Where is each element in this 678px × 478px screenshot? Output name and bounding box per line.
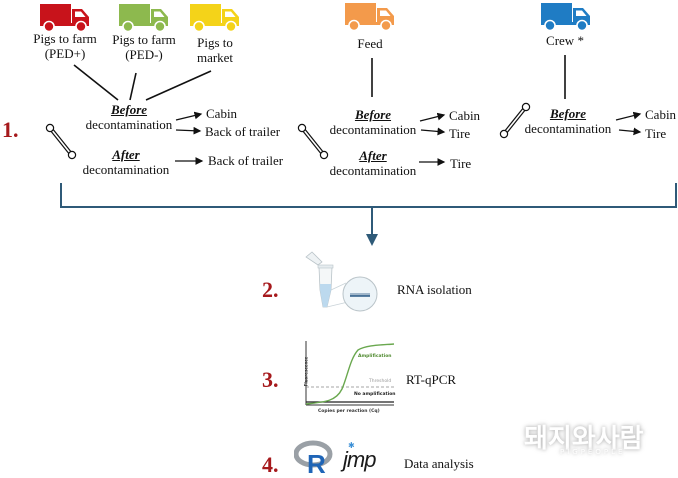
r-logo-icon: R xyxy=(294,440,333,474)
truck-label-crew: Crew * xyxy=(546,33,584,48)
before-heading: Before xyxy=(110,102,148,117)
jmp-logo-icon: jmp xyxy=(343,447,376,472)
truck-label-ped-pos: Pigs to farm (PED+) xyxy=(20,31,110,61)
g2-before-target-tire: Tire xyxy=(449,126,471,141)
before-subtitle: decontamination xyxy=(524,121,612,136)
after-subtitle: decontamination xyxy=(329,163,417,178)
before-heading: Before xyxy=(354,107,392,122)
g1-before-target-trailer: Back of trailer xyxy=(205,124,281,139)
step-3-number: 3. xyxy=(262,367,279,392)
after-heading: After xyxy=(112,147,140,162)
microtube-icon xyxy=(305,251,378,312)
g3-before-target-tire: Tire xyxy=(645,126,667,141)
g3-before-block: Before decontamination xyxy=(522,106,614,136)
swab-icon xyxy=(499,102,531,139)
arrow-g3-before-cabin xyxy=(615,111,642,121)
step-2-number: 2. xyxy=(262,277,279,302)
g2-before-block: Before decontamination xyxy=(327,107,419,137)
before-subtitle: decontamination xyxy=(329,122,417,137)
watermark-logo: 돼지와사람 xyxy=(524,424,644,454)
swab-icon xyxy=(297,123,329,160)
step-2-label: RNA isolation xyxy=(397,282,472,297)
arrow-g3-before-tire xyxy=(618,127,642,136)
link-market xyxy=(145,70,212,101)
swab-icon xyxy=(45,123,77,160)
truck-label-market: Pigs to market xyxy=(185,35,245,65)
g1-before-target-cabin: Cabin xyxy=(206,106,238,121)
g3-before-target-cabin: Cabin xyxy=(645,107,677,122)
plot-x-label: Copies per reaction (Cq) xyxy=(318,409,380,414)
amplification-curve xyxy=(305,343,395,405)
g2-before-target-cabin: Cabin xyxy=(449,108,481,123)
truck-icon-ped-pos xyxy=(39,2,91,32)
label-line: (PED-) xyxy=(125,47,163,62)
label-line: Pigs to xyxy=(197,35,233,50)
before-heading: Before xyxy=(549,106,587,121)
truck-icon-feed xyxy=(344,1,396,31)
truck-icon-ped-neg xyxy=(118,2,170,32)
g1-after-target-trailer: Back of trailer xyxy=(208,153,284,168)
after-subtitle: decontamination xyxy=(82,162,170,177)
label-line: market xyxy=(196,50,234,65)
label-line: (PED+) xyxy=(44,46,86,61)
truck-icon-crew xyxy=(540,1,592,31)
arrow-g2-before-tire xyxy=(420,127,446,136)
merge-bracket xyxy=(60,183,677,208)
no-amplification-label: No amplification xyxy=(354,392,396,397)
svg-text:R: R xyxy=(307,449,326,474)
arrow-g1-before-cabin xyxy=(175,111,203,121)
step-4-number: 4. xyxy=(262,452,279,477)
truck-icon-market xyxy=(189,2,241,32)
truck-label-ped-neg: Pigs to farm (PED-) xyxy=(99,32,189,62)
watermark-subtitle: PIGPEOPLE xyxy=(560,448,626,456)
amplification-label: Amplification xyxy=(358,354,392,359)
threshold-label: Threshold xyxy=(369,379,392,384)
plot-y-label: Fluorescence xyxy=(303,356,309,387)
g2-after-block: After decontamination xyxy=(327,148,419,178)
g1-before-block: Before decontamination xyxy=(83,102,175,132)
step-3-label: RT-qPCR xyxy=(406,372,457,387)
jmp-star-icon: ✱ xyxy=(348,441,355,450)
label-line: Pigs to farm xyxy=(112,32,176,47)
arrow-g1-before-trailer xyxy=(175,126,202,135)
before-subtitle: decontamination xyxy=(85,117,173,132)
arrow-g2-before-cabin xyxy=(419,112,446,122)
g1-after-block: After decontamination xyxy=(80,147,172,177)
step-4-label: Data analysis xyxy=(404,456,474,471)
after-heading: After xyxy=(359,148,387,163)
truck-label-feed: Feed xyxy=(357,36,383,51)
qpcr-plot: Fluorescence Amplification Threshold No … xyxy=(296,339,396,419)
link-ped-pos xyxy=(73,64,119,101)
label-line: Pigs to farm xyxy=(33,31,97,46)
g2-after-target-tire: Tire xyxy=(450,156,472,171)
link-ped-neg xyxy=(129,72,137,101)
step-1-number: 1. xyxy=(2,117,19,142)
